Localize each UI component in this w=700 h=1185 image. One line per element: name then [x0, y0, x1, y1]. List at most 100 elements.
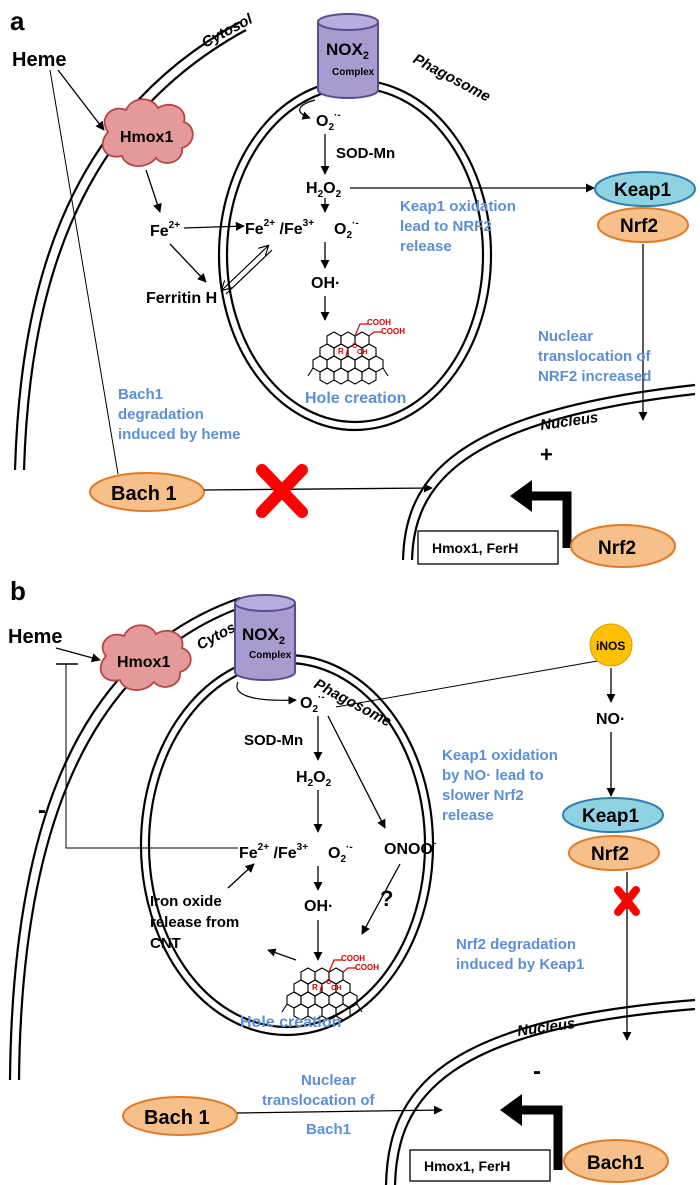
degr-note-b-2: induced by Keap1	[456, 956, 584, 973]
svg-text:Fe2+ /Fe3+: Fe2+ /Fe3+	[239, 842, 308, 862]
h2o2-sub2-a: 2	[336, 189, 342, 200]
nox-to-o2-arrow-a	[299, 99, 316, 120]
bach1-to-nucleus-arrow-b	[236, 1105, 443, 1115]
oh-label-a: OH·	[311, 275, 340, 292]
ferritin-femix-double-arrow-a	[222, 246, 268, 290]
fe-inhibits-hmox1-line-b	[65, 664, 238, 849]
phagosome-label-a: Phagosome	[410, 51, 493, 106]
femix-o2-b: O	[328, 845, 340, 862]
heme-label-a: Heme	[12, 49, 66, 71]
nuclear-note-a-1: Nuclear	[538, 328, 593, 345]
cnt-o-b: O	[326, 979, 332, 986]
degr-note-b-1: Nrf2 degradation	[456, 936, 576, 953]
question-mark-b: ?	[380, 886, 393, 911]
fe2-to-ferritin-arrow-a	[169, 243, 207, 283]
promoter-arrow-head-a	[510, 480, 532, 512]
nuc-note-b-2: translocation of	[262, 1092, 376, 1109]
cnt-oh-b: OH	[331, 985, 342, 992]
nrf2-nuclear-node-a	[570, 524, 676, 568]
o2-sup-b: ·-	[318, 692, 325, 703]
hmox1-to-fe2-arrow-a	[145, 169, 162, 213]
nucleus-membrane-a-outer	[401, 383, 696, 561]
nox2-complex-b: NOX2 Complex	[234, 594, 296, 681]
hole-creation-label-b: Hole creation	[240, 1014, 341, 1031]
nucleus-label-b: Nucleus	[516, 1015, 576, 1040]
nuclear-note-a-2: translocation of	[538, 348, 652, 365]
nox2-complex-a: NOX2 Complex	[317, 13, 379, 99]
bach1-nuclear-label-b: Bach1	[587, 1153, 644, 1174]
svg-text:NOX2: NOX2	[242, 625, 285, 647]
phagosome-a-outer	[217, 78, 493, 432]
o2-sup-a: ·-	[334, 110, 341, 121]
inos-label-b: iNOS	[596, 639, 625, 653]
keap1-node-a	[594, 171, 696, 207]
svg-text:H2O2: H2O2	[296, 769, 332, 789]
heme-to-bach1-line-a	[49, 69, 119, 475]
bach-note-a-3: induced by heme	[118, 426, 241, 443]
nox-label-b: NOX	[242, 625, 280, 644]
h2o2-o-b: O	[313, 769, 325, 786]
svg-text:O2·-: O2·-	[328, 842, 353, 865]
nuc-note-b-3: Bach1	[306, 1121, 351, 1138]
minus-sign-b: -	[533, 1058, 541, 1085]
panel-a-letter: a	[10, 6, 25, 36]
keap-note-a-3: release	[400, 238, 452, 255]
femix-fe3-b: /Fe	[269, 845, 297, 862]
nox-to-o2-arrow-b	[236, 681, 297, 705]
cnt-oh-a: OH	[357, 349, 368, 356]
panel-b-letter: b	[10, 576, 26, 606]
inos-node-b	[589, 623, 633, 667]
femix-o2-a: O	[334, 221, 346, 238]
nrf2-label-a: Nrf2	[620, 216, 658, 237]
iron-oxide-to-fe-arrow-b	[227, 863, 255, 889]
no-label-b: NO·	[596, 711, 625, 728]
promoter-arrow-head-b	[500, 1094, 522, 1126]
keap-note-b-3: slower Nrf2	[442, 787, 524, 804]
sod-label-a: SOD-Mn	[336, 145, 395, 162]
onoo-to-cnt-arrow-b	[361, 863, 401, 935]
svg-text:ONOO-: ONOO-	[384, 838, 436, 858]
nucleus-membrane-a-inner	[410, 392, 696, 561]
ferritin-femix-double-arrow-a-2	[225, 249, 273, 295]
bach1-nuclear-node-b	[563, 1139, 669, 1183]
h2o2-o-a: O	[323, 180, 335, 197]
keap-note-b-4: release	[442, 807, 494, 824]
nrf2-nuclear-label-a: Nrf2	[598, 538, 636, 559]
hmox1-label-b: Hmox1	[117, 654, 170, 671]
bach1-label-b: Bach 1	[144, 1107, 210, 1129]
svg-text:Fe2+: Fe2+	[150, 220, 180, 240]
svg-text:H2O2: H2O2	[306, 180, 342, 200]
keap1-label-a: Keap1	[614, 180, 671, 201]
oh-label-b: OH·	[304, 898, 333, 915]
h2o2-sub1-b: 2	[308, 778, 314, 789]
panel-a: a Heme Cytosol Phagosome NOX2 Complex Hm…	[10, 6, 696, 568]
carbon-nanotube-b: COOH COOH R O OH	[281, 954, 379, 1021]
cnt-o-a: O	[352, 343, 358, 350]
iron-note-b-3: CNT	[150, 935, 181, 952]
cell-membrane-a-inner	[22, 29, 247, 471]
femix-sup1-a: 2+	[264, 218, 276, 229]
bach-note-a-2: degradation	[118, 406, 204, 423]
ferritin-label-a: Ferritin H	[146, 290, 217, 307]
o2-sub-b: 2	[312, 704, 318, 715]
nucleus-membrane-b-inner	[393, 1007, 696, 1185]
nox-complex-label-a: Complex	[332, 67, 375, 78]
nox-sub-a: 2	[363, 50, 369, 62]
fe2-sup-a: 2+	[169, 220, 181, 231]
minus-left-b: -	[38, 797, 46, 824]
femix-sup1-b: 2+	[258, 842, 270, 853]
keap-note-b-2: by NO· lead to	[442, 767, 544, 784]
cnt-cooh2-a: COOH	[381, 327, 405, 336]
sod-label-b: SOD-Mn	[244, 732, 303, 749]
gene-box-b	[409, 1149, 551, 1182]
nrf2-node-b	[568, 835, 660, 871]
hmox1-cloud-a: Hmox1	[101, 98, 194, 167]
cytosol-label-a: Cytosol	[199, 10, 256, 51]
keap-note-b-1: Keap1 oxidation	[442, 747, 558, 764]
cell-membrane-a-outer	[13, 21, 241, 471]
o2-sub-a: 2	[328, 122, 334, 133]
onoo-label-b: ONOO	[384, 841, 433, 858]
h2o2-label-a: H	[306, 180, 318, 197]
o2-label-a: O	[316, 113, 328, 130]
